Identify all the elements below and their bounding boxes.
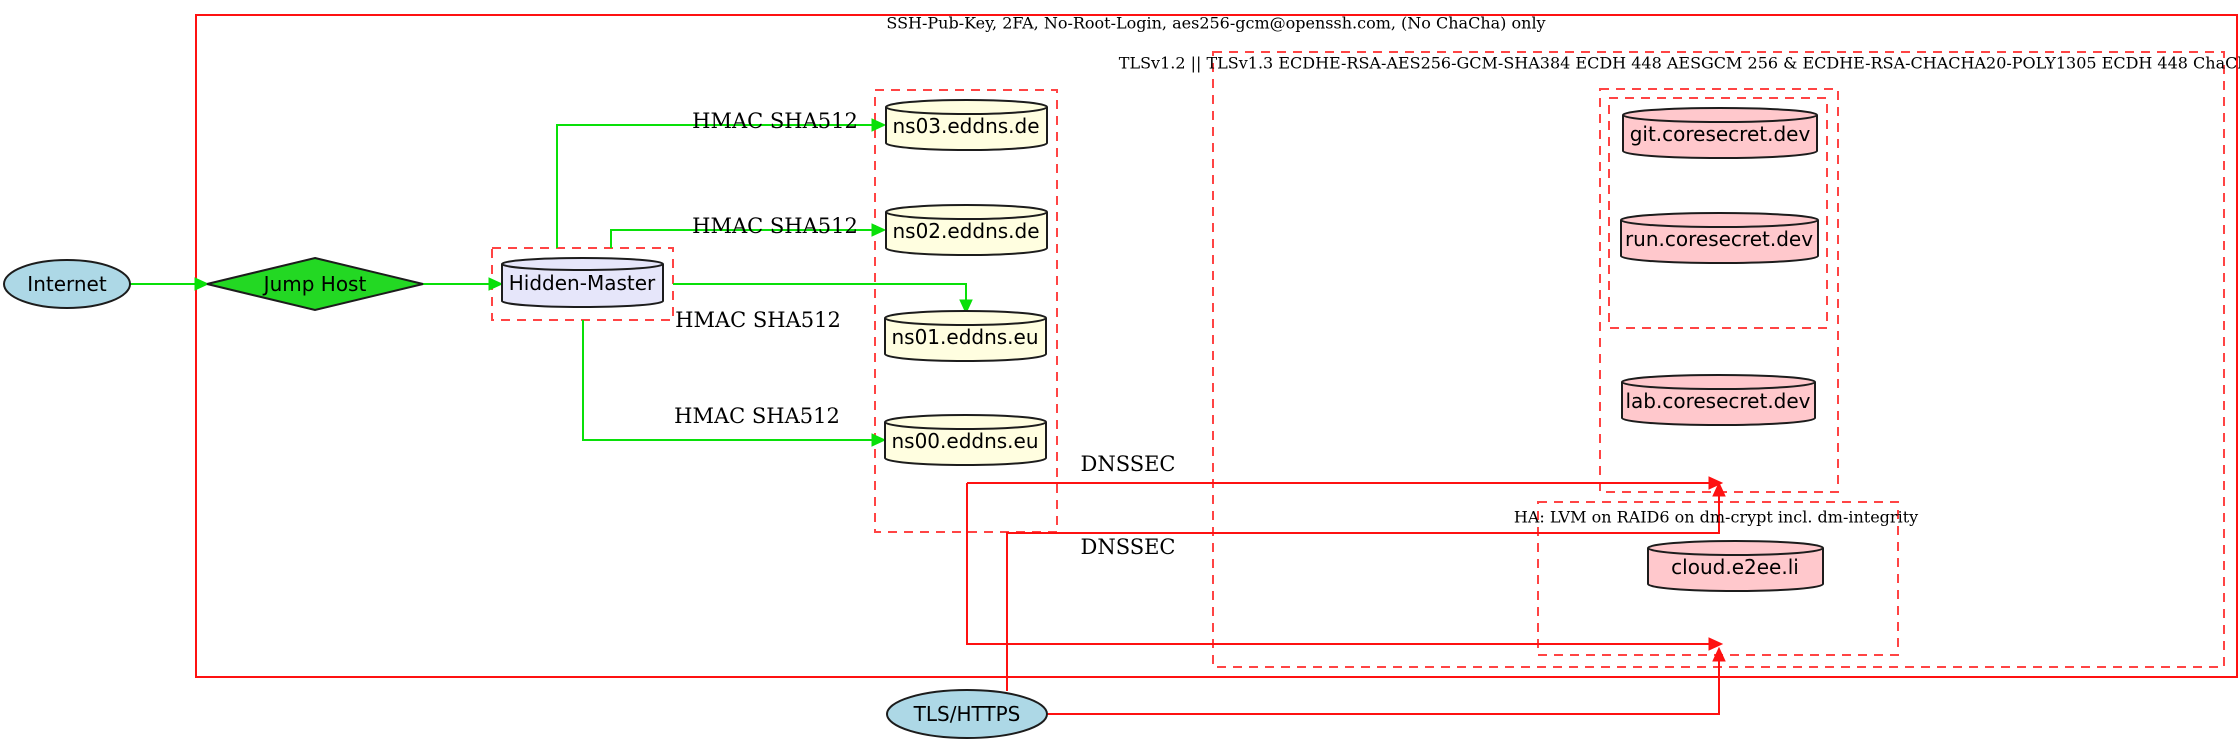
arrowhead-ha <box>1712 646 1726 662</box>
tls-cluster-label: TLSv1.2 || TLSv1.3 ECDHE-RSA-AES256-GCM-… <box>1118 53 2240 73</box>
tls-https-node-label: TLS/HTTPS <box>913 702 1021 726</box>
cloud-node-label: cloud.e2ee.li <box>1671 555 1799 579</box>
ns02-node-label: ns02.eddns.de <box>892 219 1040 243</box>
jump-host-node-shape <box>206 256 424 312</box>
hidden-master-node-label: Hidden-Master <box>508 271 656 295</box>
edge-tlshttps-ha <box>1047 661 1720 715</box>
edge-tlshttps-coresecret <box>1006 496 1720 691</box>
internet-node-shape <box>3 259 131 309</box>
ns03-node-rim <box>885 106 1048 115</box>
arrowhead-dnssec-lower <box>1708 637 1724 651</box>
arrowhead-internet-jumphost <box>194 277 210 291</box>
git-node-label: git.coresecret.dev <box>1629 122 1811 146</box>
arrowhead-ns03 <box>871 118 887 132</box>
edge-hiddenmaster-ns01 <box>673 283 967 300</box>
edge-label-hmac-ns03: HMAC SHA512 <box>692 109 858 133</box>
arrowhead-coresecret <box>1712 481 1726 497</box>
arrowhead-ns02 <box>871 223 887 237</box>
ssh-cluster-box <box>195 14 2238 678</box>
lab-node-rim <box>1621 381 1816 390</box>
arrowhead-ns01 <box>959 299 973 315</box>
edge-label-hmac-ns01: HMAC SHA512 <box>675 308 841 332</box>
edge-hiddenmaster-ns02 <box>610 229 872 248</box>
ns01-node-rim <box>884 317 1047 326</box>
edge-hiddenmaster-ns03 <box>556 124 872 248</box>
cloud-node-rim <box>1647 547 1824 556</box>
edge-label-dnssec-lower: DNSSEC <box>1080 535 1176 559</box>
ha-cluster-label: HA: LVM on RAID6 on dm-crypt incl. dm-in… <box>1513 507 1919 527</box>
arrowhead-ns00 <box>871 433 887 447</box>
edge-label-hmac-ns00: HMAC SHA512 <box>674 404 840 428</box>
lab-node-label: lab.coresecret.dev <box>1625 389 1811 413</box>
run-node-rim <box>1620 219 1819 228</box>
edge-label-dnssec-upper: DNSSEC <box>1080 452 1176 476</box>
internet-node-label: Internet <box>27 272 107 296</box>
ns02-node-rim <box>885 211 1048 220</box>
run-node-label: run.coresecret.dev <box>1624 227 1814 251</box>
dns-cluster-box <box>874 89 1058 533</box>
ns00-node-rim <box>884 421 1047 430</box>
edge-hiddenmaster-ns00 <box>582 320 872 441</box>
arrowhead-jumphost-hiddenmaster <box>488 277 504 291</box>
arrowhead-dnssec-upper <box>1708 476 1724 490</box>
ssh-cluster-label: SSH-Pub-Key, 2FA, No-Root-Login, aes256-… <box>886 13 1546 33</box>
ns01-node-label: ns01.eddns.eu <box>891 325 1039 349</box>
jump-host-node-label: Jump Host <box>263 272 367 296</box>
hidden-master-node-rim <box>501 263 664 271</box>
edge-label-hmac-ns02: HMAC SHA512 <box>692 214 858 238</box>
edge-dnssec-lower <box>966 483 1709 645</box>
tls-https-node-shape <box>886 689 1048 739</box>
git-node-rim <box>1622 114 1818 123</box>
ns00-node-label: ns00.eddns.eu <box>891 429 1039 453</box>
ns03-node-label: ns03.eddns.de <box>892 114 1040 138</box>
hidden-master-node-shape <box>501 257 664 308</box>
